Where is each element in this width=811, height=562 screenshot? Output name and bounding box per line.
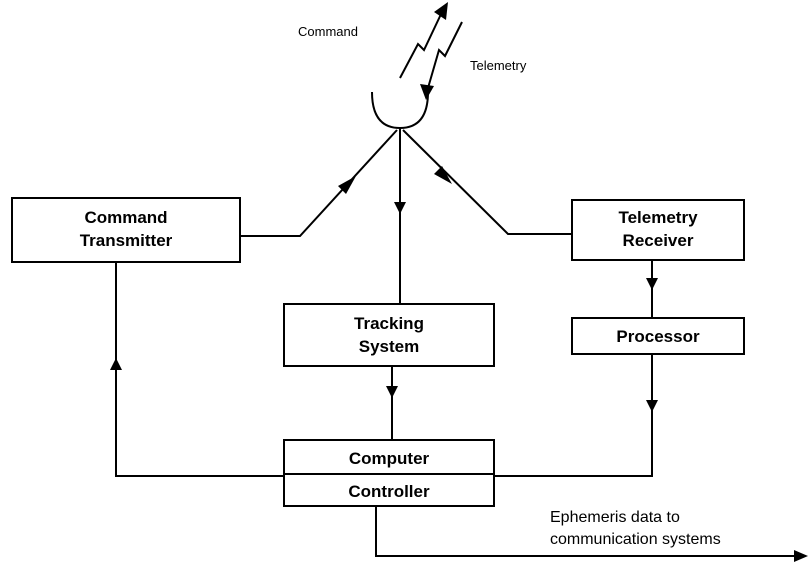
command-transmitter-line2: Transmitter [80, 231, 173, 250]
processor-box: Processor [571, 317, 745, 355]
antenna-to-tracking-link [394, 130, 406, 304]
ephemeris-output-link [375, 506, 808, 562]
computer-to-transmitter-link [110, 262, 284, 477]
controller-label: Controller [348, 482, 430, 501]
processor-to-computer-link [494, 354, 658, 477]
processor-label: Processor [616, 327, 700, 346]
tracking-to-computer-link [386, 366, 398, 440]
transmitter-to-antenna-link [240, 129, 398, 237]
ephemeris-output-line2: communication systems [550, 531, 721, 548]
command-transmitter-line1: Command [84, 208, 167, 227]
downlink-signal-icon [420, 21, 463, 100]
telemetry-receiver-line1: Telemetry [618, 208, 698, 227]
telemetry-receiver-line2: Receiver [623, 231, 694, 250]
ephemeris-output-line1: Ephemeris data to [550, 509, 680, 526]
receiver-to-processor-link [646, 260, 658, 318]
tracking-system-box: Tracking System [283, 303, 495, 367]
uplink-signal-icon [399, 2, 448, 79]
downlink-telemetry-label: Telemetry [470, 58, 527, 73]
uplink-command-label: Command [298, 24, 358, 39]
antenna-dish-icon [371, 91, 429, 134]
computer-label: Computer [349, 449, 430, 468]
tracking-system-line1: Tracking [354, 314, 424, 333]
telemetry-receiver-box: Telemetry Receiver [571, 199, 745, 261]
command-transmitter-box: Command Transmitter [11, 197, 241, 263]
computer-controller-box: Computer Controller [283, 439, 495, 507]
antenna-to-receiver-link [402, 129, 572, 235]
tracking-system-line2: System [359, 337, 419, 356]
